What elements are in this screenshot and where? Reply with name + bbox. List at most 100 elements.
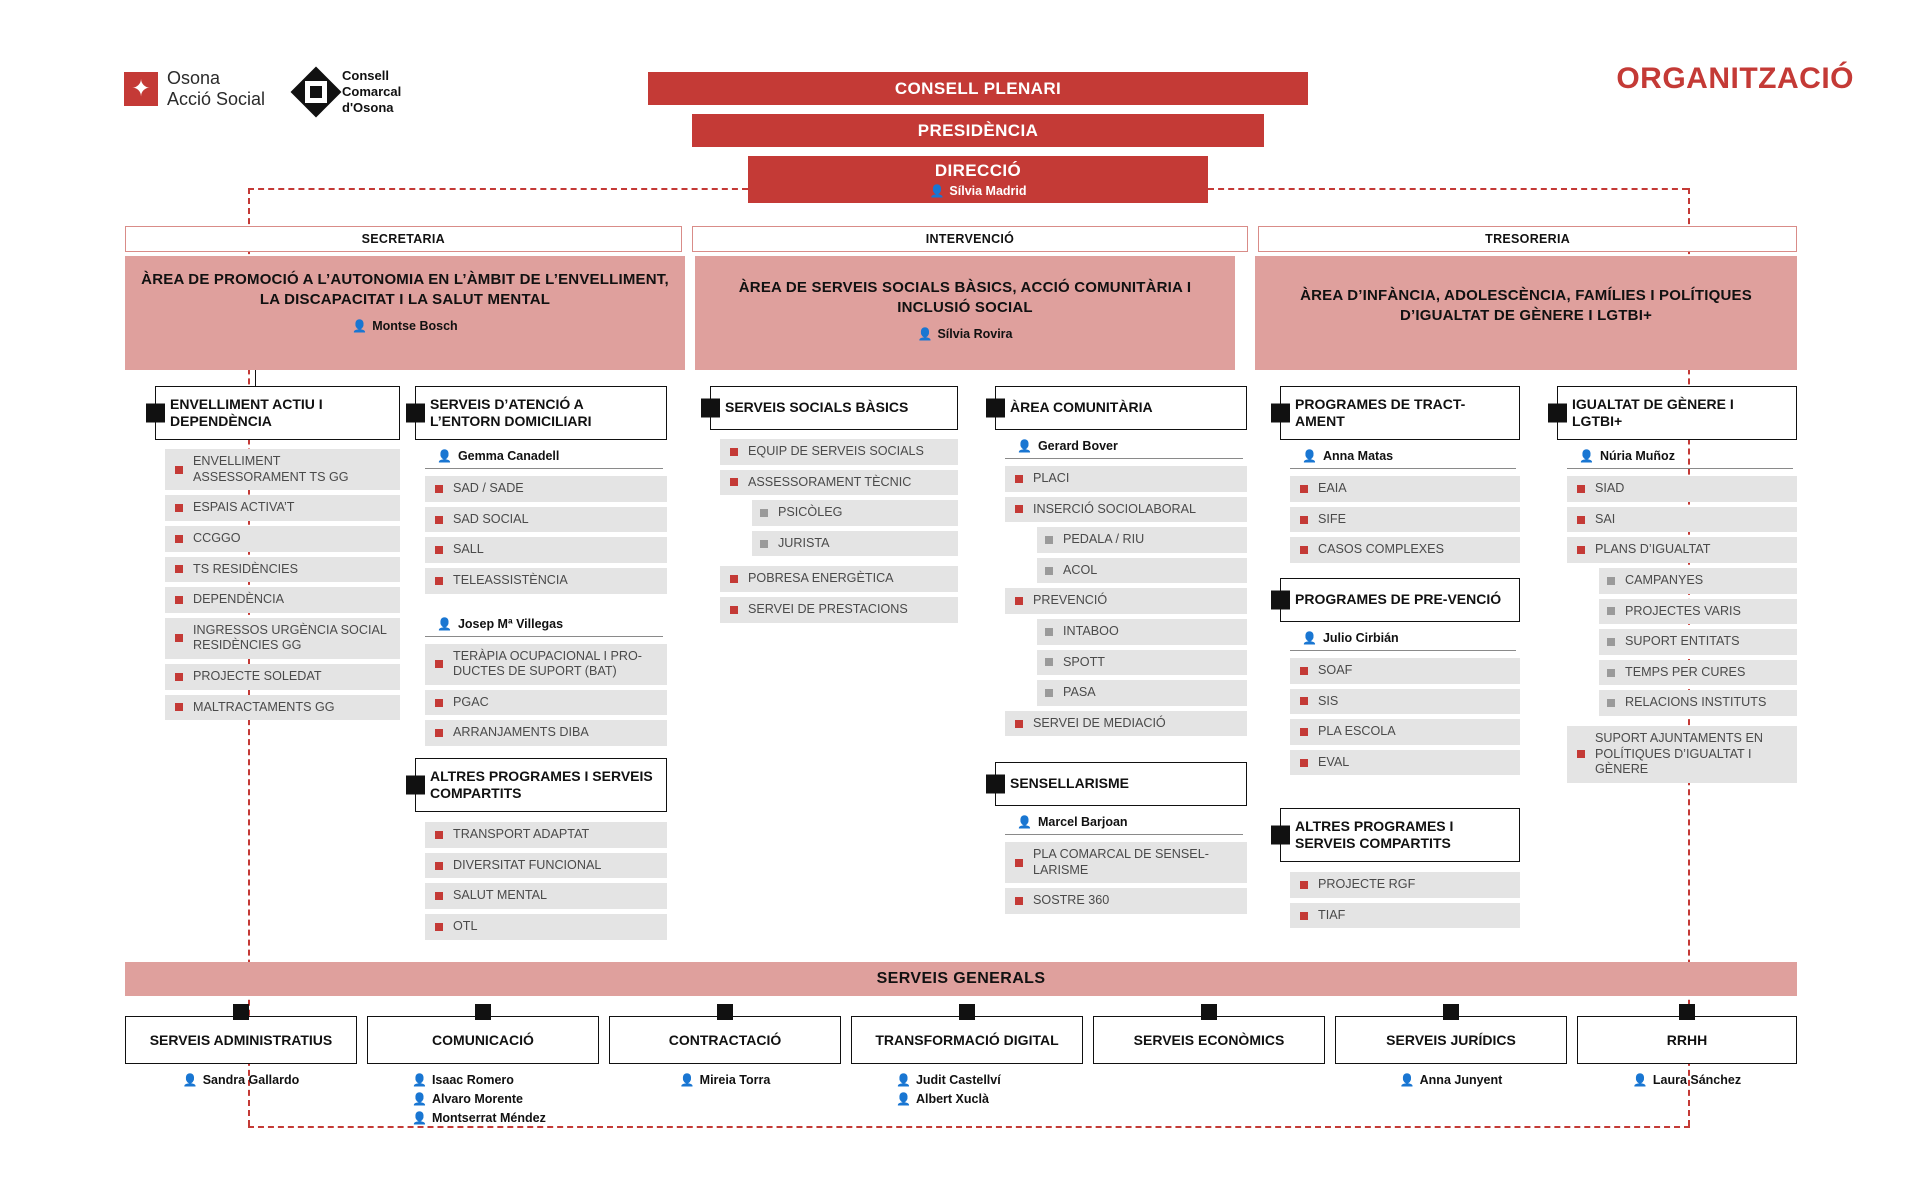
unit-tractament-title: PROGRAMES DE TRACT-AMENT bbox=[1295, 396, 1466, 430]
list-item[interactable]: SPOTT bbox=[1037, 649, 1247, 676]
list-item[interactable]: INTABOO bbox=[1037, 619, 1247, 645]
person-icon: 👤 bbox=[1017, 815, 1032, 829]
sg-box-juridics[interactable]: SERVEIS JURÍDICS bbox=[1335, 1004, 1567, 1064]
unit-altres1-box[interactable]: ALTRES PROGRAMES I SERVEIS COMPARTITS bbox=[406, 758, 667, 813]
list-item[interactable]: PLA ESCOLA bbox=[1290, 719, 1520, 745]
consell-logo-line2: Comarcal bbox=[342, 83, 402, 99]
list-item[interactable]: PGAC bbox=[425, 689, 667, 716]
list-item[interactable]: PSICÒLEG bbox=[752, 500, 958, 526]
sg-person: 👤 Mireia Torra bbox=[609, 1071, 841, 1090]
unit-altres1-title: ALTRES PROGRAMES I SERVEIS COMPARTITS bbox=[430, 768, 653, 802]
sg-box-transformacio[interactable]: TRANSFORMACIÓ DIGITAL bbox=[851, 1004, 1083, 1064]
list-item[interactable]: SAI bbox=[1567, 506, 1797, 533]
unit-comunitaria-owner: 👤 Gerard Bover bbox=[1005, 430, 1243, 459]
node-knob-icon bbox=[1271, 590, 1290, 610]
unit-comunitaria-box[interactable]: ÀREA COMUNITÀRIA bbox=[986, 386, 1247, 430]
person-icon: 👤 bbox=[896, 1092, 911, 1107]
list-item[interactable]: TIAF bbox=[1290, 902, 1520, 929]
list-item[interactable]: PLANS D’IGUALTAT bbox=[1567, 537, 1797, 563]
sg-person: 👤 Sandra Gallardo bbox=[125, 1071, 357, 1090]
unit-entorn-owner1: 👤 Gemma Canadell bbox=[425, 440, 663, 470]
list-item[interactable]: PROJECTE SOLEDAT bbox=[165, 664, 400, 690]
sg-box-rrhh[interactable]: RRHH bbox=[1577, 1004, 1797, 1064]
unit-comunitaria-items: PLACI INSERCIÓ SOCIOLABORAL PEDALA / RIU… bbox=[995, 466, 1247, 737]
sg-box-comunicacio[interactable]: COMUNICACIÓ bbox=[367, 1004, 599, 1064]
unit-igualtat-box[interactable]: IGUALTAT DE GÈNERE I LGTBI+ bbox=[1548, 386, 1797, 441]
list-item[interactable]: INSERCIÓ SOCIOLABORAL bbox=[1005, 496, 1247, 523]
list-item[interactable]: EVAL bbox=[1290, 749, 1520, 776]
list-item[interactable]: PLACI bbox=[1005, 466, 1247, 492]
list-item[interactable]: EAIA bbox=[1290, 476, 1520, 502]
staff-tresoreria[interactable]: TRESORERIA bbox=[1258, 226, 1797, 252]
unit-altres2-box[interactable]: ALTRES PROGRAMES I SERVEIS COMPARTITS bbox=[1271, 808, 1520, 863]
list-item[interactable]: CAMPANYES bbox=[1599, 567, 1797, 594]
list-item[interactable]: ACOL bbox=[1037, 557, 1247, 584]
list-item[interactable]: PROJECTES VARIS bbox=[1599, 598, 1797, 625]
list-item[interactable]: JURISTA bbox=[752, 530, 958, 557]
direccio-person-name: Sílvia Madrid bbox=[949, 184, 1027, 198]
unit-ssb-box[interactable]: SERVEIS SOCIALS BÀSICS bbox=[701, 386, 958, 430]
list-item[interactable]: PASA bbox=[1037, 680, 1247, 706]
sg-box-contractacio[interactable]: CONTRACTACIÓ bbox=[609, 1004, 841, 1064]
sg-person-name: Montserrat Méndez bbox=[431, 1110, 546, 1125]
list-item[interactable]: ARRANJAMENTS DIBA bbox=[425, 720, 667, 747]
staff-intervencio[interactable]: INTERVENCIÓ bbox=[691, 226, 1249, 252]
list-item[interactable]: SAD / SADE bbox=[425, 476, 667, 502]
unit-entorn-box[interactable]: SERVEIS D’ATENCIÓ A L’ENTORN DOMICILIARI bbox=[406, 386, 667, 441]
list-item[interactable]: SALL bbox=[425, 537, 667, 563]
list-item[interactable]: ENVELLIMENT ASSESSORAMENT TS GG bbox=[165, 449, 400, 491]
unit-envelliment-box[interactable]: ENVELLIMENT ACTIU I DEPENDÈNCIA bbox=[146, 386, 400, 441]
list-item[interactable]: CASOS COMPLEXES bbox=[1290, 537, 1520, 563]
list-item[interactable]: MALTRACTAMENTS GG bbox=[165, 694, 400, 721]
list-item[interactable]: ESPAIS ACTIVA’T bbox=[165, 495, 400, 521]
list-item[interactable]: POBRESA ENERGÈTICA bbox=[720, 566, 958, 593]
area-header-autonomia[interactable]: ÀREA DE PROMOCIÓ A L’AUTONOMIA EN L’ÀMBI… bbox=[125, 256, 685, 370]
unit-tractament-box[interactable]: PROGRAMES DE TRACT-AMENT bbox=[1271, 386, 1520, 441]
list-item[interactable]: RELACIONS INSTITUTS bbox=[1599, 690, 1797, 717]
sg-person-name: Laura Sánchez bbox=[1652, 1073, 1742, 1087]
unit-prevencio-box[interactable]: PROGRAMES DE PRE-VENCIÓ bbox=[1271, 578, 1520, 622]
list-item[interactable]: OTL bbox=[425, 913, 667, 940]
list-item[interactable]: SERVEI DE PRESTACIONS bbox=[720, 597, 958, 623]
unit-prevencio-title: PROGRAMES DE PRE-VENCIÓ bbox=[1295, 591, 1502, 608]
unit-sensellarisme-box[interactable]: SENSELLARISME bbox=[986, 762, 1247, 806]
list-item[interactable]: ASSESSORAMENT TÈCNIC bbox=[720, 469, 958, 496]
unit-altres1-items: TRANSPORT ADAPTAT DIVERSITAT FUNCIONAL S… bbox=[415, 822, 667, 940]
list-item[interactable]: SERVEI DE MEDIACIÓ bbox=[1005, 710, 1247, 737]
list-item[interactable]: SAD SOCIAL bbox=[425, 506, 667, 533]
consell-comarcal-logo: Consell Comarcal d'Osona bbox=[290, 66, 402, 118]
list-item[interactable]: PLA COMARCAL DE SENSEL-LARISME bbox=[1005, 842, 1247, 884]
sg-box-administratius[interactable]: SERVEIS ADMINISTRATIUS bbox=[125, 1004, 357, 1064]
list-item[interactable]: CCGGO bbox=[165, 525, 400, 552]
list-item[interactable]: SUPORT ENTITATS bbox=[1599, 629, 1797, 655]
sg-person-name: Mireia Torra bbox=[699, 1073, 771, 1087]
list-item[interactable]: SALUT MENTAL bbox=[425, 883, 667, 909]
list-item[interactable]: EQUIP DE SERVEIS SOCIALS bbox=[720, 439, 958, 465]
list-item[interactable]: SIAD bbox=[1567, 476, 1797, 502]
sg-box-economics[interactable]: SERVEIS ECONÒMICS bbox=[1093, 1004, 1325, 1064]
area-header-infancia[interactable]: ÀREA D’INFÀNCIA, ADOLESCÈNCIA, FAMÍLIES … bbox=[1255, 256, 1797, 370]
list-item[interactable]: PROJECTE RGF bbox=[1290, 872, 1520, 898]
sg-person: 👤 Alvaro Morente bbox=[412, 1090, 599, 1109]
list-item[interactable]: TERÀPIA OCUPACIONAL I PRO-DUCTES DE SUPO… bbox=[425, 643, 667, 685]
person-icon: 👤 bbox=[412, 1073, 427, 1088]
unit-envelliment: ENVELLIMENT ACTIU I DEPENDÈNCIA ENVELLIM… bbox=[146, 386, 400, 725]
list-item[interactable]: INGRESSOS URGÈNCIA SOCIAL RESIDÈNCIES GG bbox=[165, 617, 400, 660]
list-item[interactable]: DIVERSITAT FUNCIONAL bbox=[425, 852, 667, 879]
sg-people: 👤 Anna Junyent bbox=[1335, 1071, 1567, 1090]
staff-secretaria-label: SECRETARIA bbox=[361, 232, 445, 246]
list-item[interactable]: TELEASSISTÈNCIA bbox=[425, 567, 667, 594]
list-item[interactable]: DEPENDÈNCIA bbox=[165, 587, 400, 613]
list-item[interactable]: TEMPS PER CURES bbox=[1599, 659, 1797, 686]
list-item[interactable]: TS RESIDÈNCIES bbox=[165, 556, 400, 583]
area-header-basics[interactable]: ÀREA DE SERVEIS SOCIALS BÀSICS, ACCIÓ CO… bbox=[695, 256, 1235, 370]
list-item[interactable]: SOSTRE 360 bbox=[1005, 888, 1247, 914]
staff-secretaria[interactable]: SECRETARIA bbox=[125, 226, 682, 252]
list-item[interactable]: SIS bbox=[1290, 688, 1520, 715]
list-item[interactable]: PEDALA / RIU bbox=[1037, 527, 1247, 553]
list-item[interactable]: PREVENCIÓ bbox=[1005, 588, 1247, 615]
list-item[interactable]: TRANSPORT ADAPTAT bbox=[425, 822, 667, 848]
list-item[interactable]: SOAF bbox=[1290, 658, 1520, 684]
list-item[interactable]: SUPORT AJUNTAMENTS EN POLÍTIQUES D’IGUAL… bbox=[1567, 726, 1797, 783]
list-item[interactable]: SIFE bbox=[1290, 506, 1520, 533]
